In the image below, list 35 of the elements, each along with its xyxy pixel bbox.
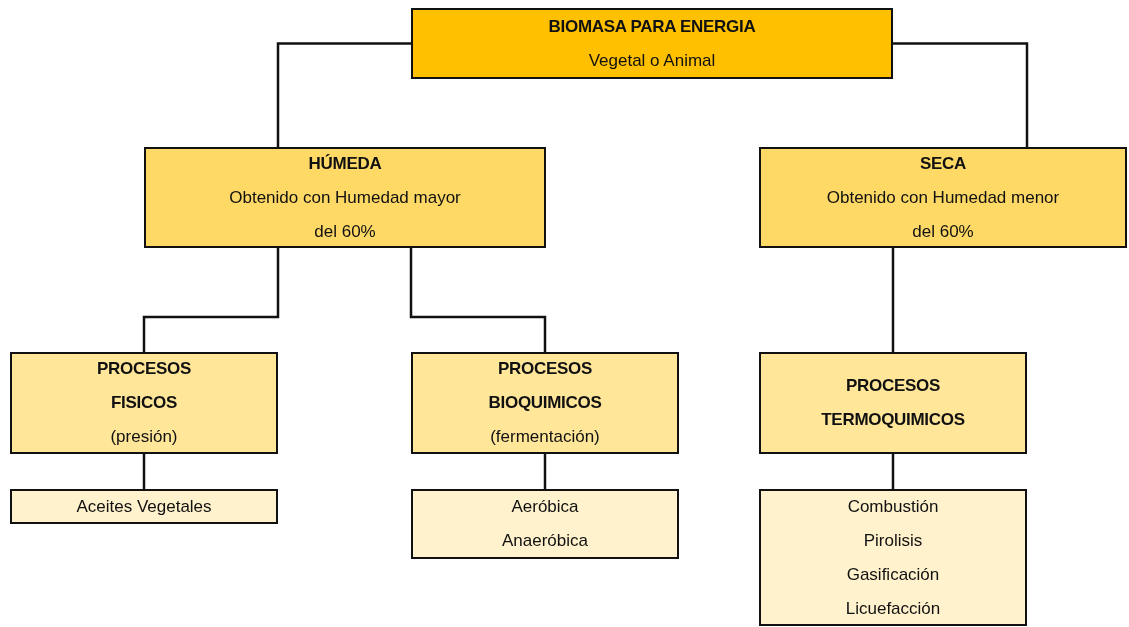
- box-text: Obtenido con Humedad menor del 60%: [825, 186, 1061, 243]
- item-box: [10, 489, 278, 524]
- box-text: Aeróbica: [511, 496, 579, 518]
- box-heading: BIOMASA PARA ENERGIA: [548, 15, 756, 38]
- box-text: Pirolisis: [863, 529, 923, 552]
- box-heading: SECA: [919, 152, 966, 175]
- title-box: [411, 8, 893, 79]
- connector-line: [891, 454, 895, 489]
- process-box: [759, 352, 1027, 454]
- box-heading: PROCESOS FISICOS: [97, 358, 191, 414]
- process-box: [411, 352, 679, 454]
- item-box: [411, 489, 679, 559]
- box-text: Gasificación: [846, 563, 940, 586]
- box-heading: PROCESOS TERMOQUIMICOS: [821, 375, 965, 431]
- connector-line: [276, 42, 411, 147]
- box-text: (presión): [110, 426, 178, 448]
- connector-line: [893, 42, 1029, 147]
- connector-line: [142, 248, 280, 352]
- connector-line: [891, 248, 895, 352]
- box-text: Anaeróbica: [502, 530, 588, 552]
- box-text: Combustión: [847, 495, 939, 518]
- box-text: Vegetal o Animal: [588, 49, 716, 72]
- connector-line: [543, 454, 547, 489]
- connector-line: [409, 248, 547, 352]
- process-box: [10, 352, 278, 454]
- box-text: Licuefacción: [845, 597, 941, 620]
- category-box: [759, 147, 1127, 248]
- box-text: Aceites Vegetales: [76, 495, 212, 518]
- category-box: [144, 147, 546, 248]
- box-text: (fermentación): [490, 426, 600, 448]
- box-heading: HÚMEDA: [308, 152, 382, 175]
- box-text: Obtenido con Humedad mayor del 60%: [228, 186, 462, 243]
- connector-line: [142, 454, 146, 489]
- box-heading: PROCESOS BIOQUIMICOS: [488, 358, 602, 414]
- item-box: [759, 489, 1027, 626]
